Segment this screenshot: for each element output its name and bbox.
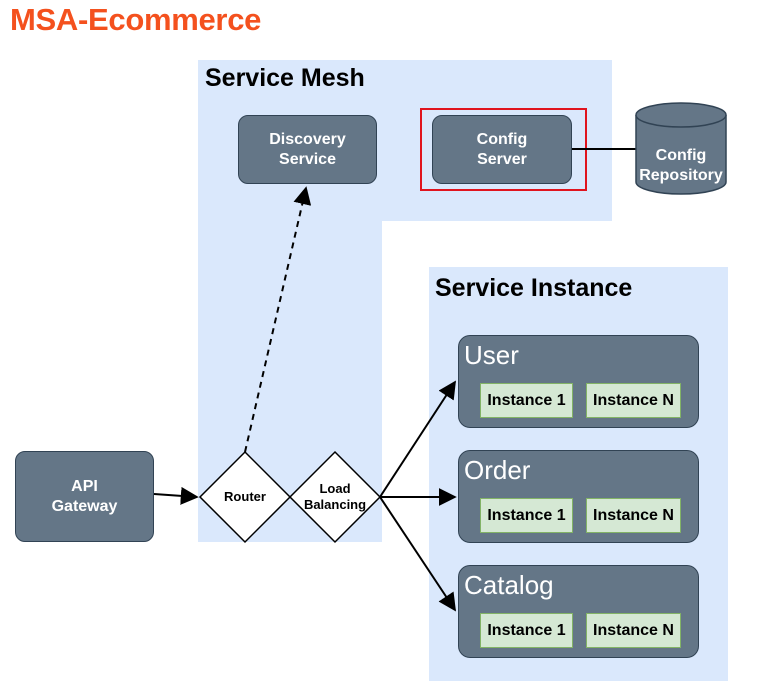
router-label: Router (224, 489, 266, 504)
load-balancing-label: Load Balancing (303, 481, 367, 512)
order-service-group[interactable]: Order Instance 1 Instance N (458, 450, 699, 543)
catalog-service-group[interactable]: Catalog Instance 1 Instance N (458, 565, 699, 658)
order-service-title: Order (464, 455, 531, 485)
lb-to-user-arrow (379, 380, 456, 498)
catalog-instance-1[interactable]: Instance 1 (480, 613, 573, 648)
api-gateway-node[interactable]: API Gateway (15, 451, 154, 542)
user-service-title: User (464, 340, 519, 370)
gateway-to-router-arrow (153, 486, 199, 505)
config-server-node[interactable]: Config Server (432, 115, 572, 184)
catalog-instance-n[interactable]: Instance N (586, 613, 681, 648)
config-repository-label: Config Repository (639, 147, 723, 184)
config-repository-cylinder[interactable] (635, 102, 727, 195)
service-mesh-title: Service Mesh (205, 64, 365, 92)
discovery-service-node[interactable]: Discovery Service (238, 115, 377, 184)
router-to-discovery-arrow (244, 186, 312, 453)
config-server-label: Config Server (476, 130, 528, 168)
catalog-service-title: Catalog (464, 570, 554, 600)
lb-to-catalog-arrow (379, 496, 456, 612)
router-diamond[interactable] (198, 450, 292, 544)
order-instance-1[interactable]: Instance 1 (480, 498, 573, 533)
order-instance-n[interactable]: Instance N (586, 498, 681, 533)
api-gateway-label: API Gateway (51, 477, 118, 515)
user-service-group[interactable]: User Instance 1 Instance N (458, 335, 699, 428)
service-instance-title: Service Instance (435, 274, 633, 302)
load-balancing-diamond[interactable] (288, 450, 382, 544)
diagram-title: MSA-Ecommerce (10, 2, 262, 37)
discovery-service-label: Discovery Service (269, 130, 346, 168)
user-instance-n[interactable]: Instance N (586, 383, 681, 418)
user-instance-1[interactable]: Instance 1 (480, 383, 573, 418)
